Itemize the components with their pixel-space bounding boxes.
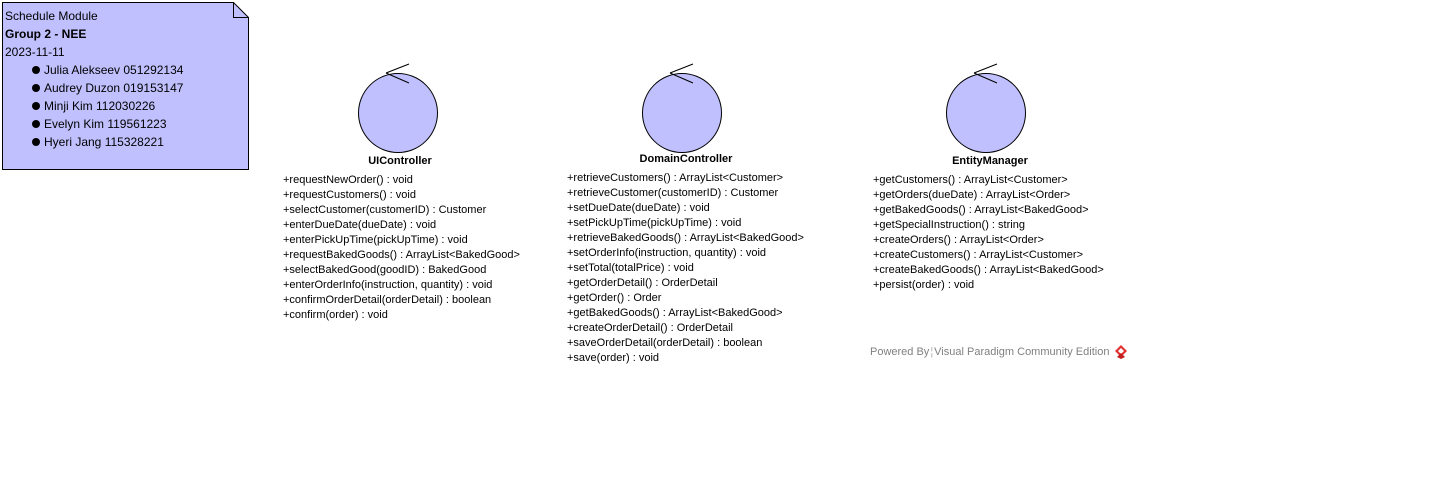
operation: +createBakedGoods() : ArrayList<BakedGoo… [873,264,1104,276]
bullet-icon [32,84,40,92]
controller-name: UIController [368,155,432,167]
controller-icon [946,63,1026,153]
controller-icon [642,63,722,153]
operation: +saveOrderDetail(orderDetail) : boolean [567,337,763,349]
note-shape [2,2,249,170]
operation: +retrieveCustomer(customerID) : Customer [567,187,779,199]
operation: +createOrderDetail() : OrderDetail [567,322,733,334]
operation: +persist(order) : void [873,279,975,291]
operation: +confirmOrderDetail(orderDetail) : boole… [283,294,492,306]
operation: +getCustomers() : ArrayList<Customer> [873,174,1068,186]
visual-paradigm-logo-icon [1115,345,1128,359]
controller-name: EntityManager [952,155,1028,167]
powered-by-watermark: Powered By ¦ Visual Paradigm Community E… [870,344,1128,360]
operation: +getOrder() : Order [567,292,662,304]
member-list: Julia Alekseev 051292134 Audrey Duzon 01… [5,61,183,151]
operation: +getBakedGoods() : ArrayList<BakedGood> [567,307,783,319]
separator-icon: ¦ [930,346,934,358]
operation: +createOrders() : ArrayList<Order> [873,234,1044,246]
powered-by-label: Powered By [870,346,930,358]
bullet-icon [32,120,40,128]
operation: +requestCustomers() : void [283,189,416,201]
member-item: Minji Kim 112030226 [5,97,183,115]
member-item: Hyeri Jang 115328221 [5,133,183,151]
operation: +getBakedGoods() : ArrayList<BakedGood> [873,204,1089,216]
note-date: 2023-11-11 [5,45,65,59]
operation: +setOrderInfo(instruction, quantity) : v… [567,247,767,259]
operation: +selectCustomer(customerID) : Customer [283,204,487,216]
note-group: Group 2 - NEE [5,27,87,41]
operation: +setTotal(totalPrice) : void [567,262,694,274]
operation: +enterOrderInfo(instruction, quantity) :… [283,279,493,291]
operation: +createCustomers() : ArrayList<Customer> [873,249,1083,261]
product-label: Visual Paradigm Community Edition [934,346,1110,358]
operation: +requestBakedGoods() : ArrayList<BakedGo… [283,249,520,261]
operation-list: +retrieveCustomers() : ArrayList<Custome… [567,171,804,366]
controller-name: DomainController [639,153,733,165]
controller-icon [358,63,438,153]
operation: +enterDueDate(dueDate) : void [283,219,437,231]
member-item: Audrey Duzon 019153147 [5,79,183,97]
bullet-icon [32,66,40,74]
bullet-icon [32,102,40,110]
operation-list: +requestNewOrder() : void +requestCustom… [283,173,520,323]
operation: +enterPickUpTime(pickUpTime) : void [283,234,468,246]
operation: +confirm(order) : void [283,309,388,321]
member-item: Julia Alekseev 051292134 [5,61,183,79]
operation: +save(order) : void [567,352,660,364]
operation: +setPickUpTime(pickUpTime) : void [567,217,742,229]
operation: +requestNewOrder() : void [283,174,413,186]
operation: +setDueDate(dueDate) : void [567,202,710,214]
operation: +getSpecialInstruction() : string [873,219,1025,231]
member-item: Evelyn Kim 119561223 [5,115,183,133]
operation: +getOrders(dueDate) : ArrayList<Order> [873,189,1071,201]
operation: +retrieveCustomers() : ArrayList<Custome… [567,172,784,184]
operation: +selectBakedGood(goodID) : BakedGood [283,264,487,276]
note-title: Schedule Module [5,9,98,23]
bullet-icon [32,138,40,146]
operation-list: +getCustomers() : ArrayList<Customer> +g… [873,173,1104,293]
operation: +getOrderDetail() : OrderDetail [567,277,718,289]
schedule-module-note: Schedule Module Group 2 - NEE 2023-11-11… [2,2,249,170]
operation: +retrieveBakedGoods() : ArrayList<BakedG… [567,232,804,244]
